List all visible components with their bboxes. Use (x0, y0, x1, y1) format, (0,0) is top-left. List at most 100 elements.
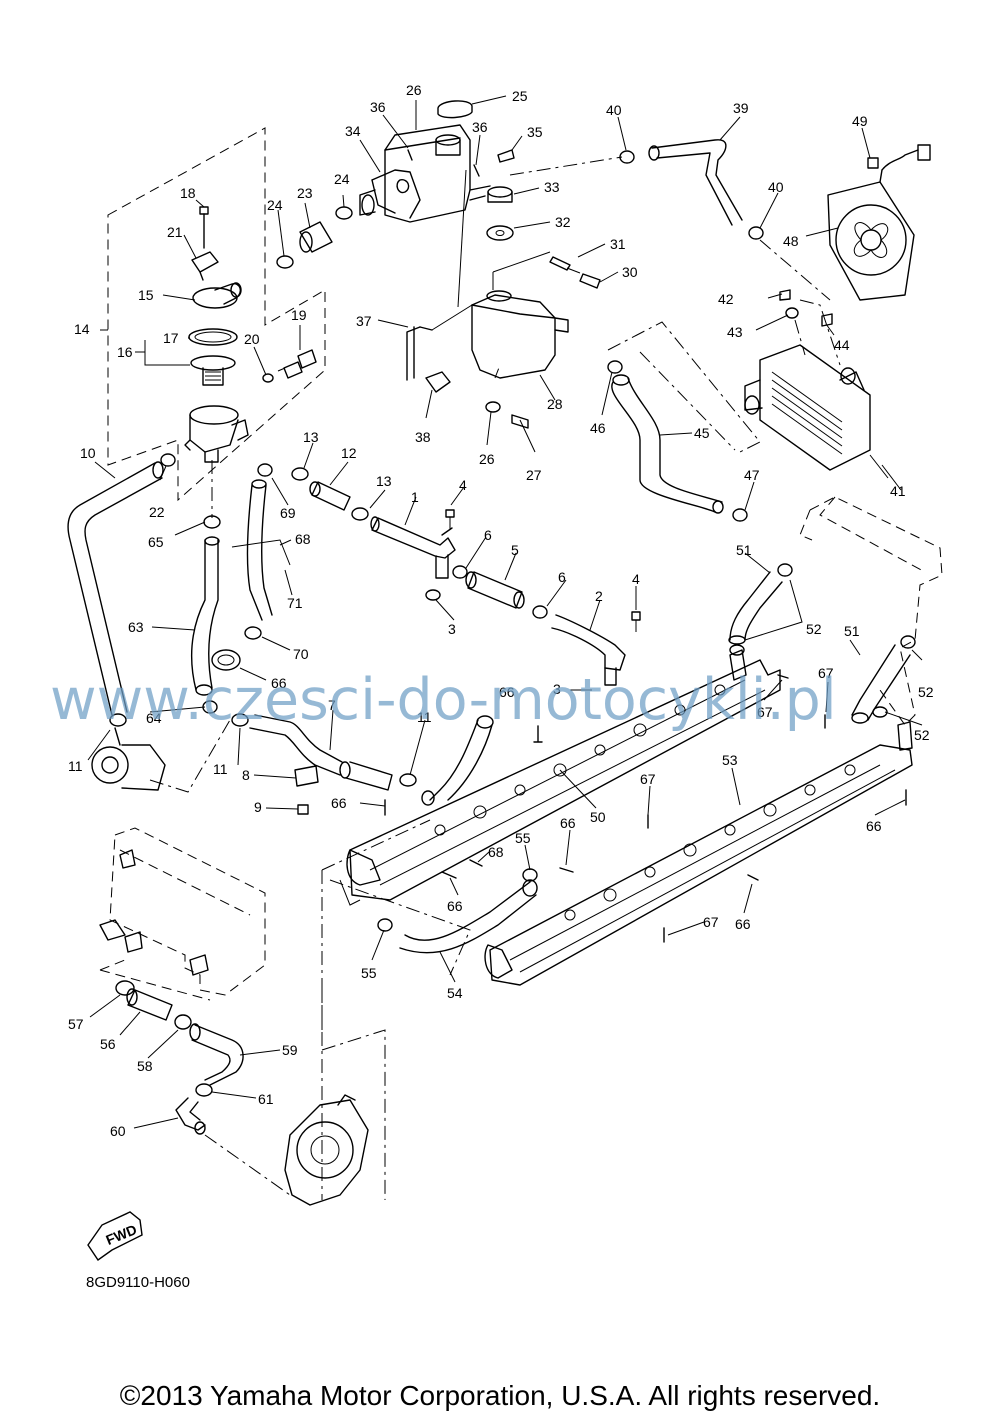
callout-66g: 67 (703, 914, 719, 930)
o-ring-17 (188, 328, 238, 346)
thermostat-16 (190, 355, 236, 386)
callout-1: 1 (411, 489, 419, 505)
radiator-41 (744, 344, 871, 471)
callout-56: 56 (100, 1036, 116, 1052)
clamp-6b (532, 605, 548, 619)
callout-36a: 36 (370, 99, 386, 115)
crossover-pipe-outline (799, 496, 943, 726)
callout-20: 20 (244, 331, 260, 347)
callout-13b: 13 (376, 473, 392, 489)
callout-66e: 66 (447, 898, 463, 914)
thermostat-housing (184, 405, 249, 463)
upper-tank-34 (359, 124, 491, 223)
hose-59 (189, 1023, 244, 1086)
hose-23 (299, 221, 333, 253)
hose-10 (67, 461, 164, 716)
callout-7: 7 (328, 697, 336, 713)
callout-3b: 3 (553, 681, 561, 697)
hose-7 (249, 714, 393, 791)
callout-69: 69 (280, 505, 296, 521)
leader-52 (744, 579, 803, 641)
callout-55b: 55 (361, 965, 377, 981)
breather-hose-37 (406, 169, 473, 381)
thermostat-group-outline (100, 127, 326, 502)
callout-52a: 52 (806, 621, 822, 637)
clamp-52b (729, 644, 745, 656)
clamp-65 (211, 649, 241, 671)
callout-34: 34 (345, 123, 361, 139)
clamp-52c (900, 635, 916, 649)
callout-6b: 6 (558, 569, 566, 585)
callout-25: 25 (512, 88, 528, 104)
callout-68: 68 (295, 531, 311, 547)
callout-51b: 51 (844, 623, 860, 639)
bracket-8 (294, 765, 319, 787)
callout-67a: 67 (818, 665, 834, 681)
grommet-27 (485, 401, 501, 413)
water-pump (91, 727, 166, 791)
clamp-52d (872, 706, 888, 718)
callout-17: 17 (163, 330, 179, 346)
pipe-2 (551, 614, 626, 686)
hose-56 (126, 988, 173, 1021)
callout-22: 22 (149, 504, 165, 520)
callout-57: 57 (68, 1016, 84, 1032)
callout-58: 58 (137, 1058, 153, 1074)
clamp-40b (748, 226, 764, 240)
bolt-4a (445, 509, 455, 530)
radiator-routing (607, 321, 761, 453)
clamp-57 (115, 980, 135, 996)
water-jacket-53 (484, 721, 913, 986)
gasket-20 (262, 373, 274, 383)
clamp-13a (291, 467, 309, 481)
clamp-6a (452, 565, 468, 579)
callout-2: 2 (595, 588, 603, 604)
pump-housing (284, 1094, 369, 1206)
callout-40a: 40 (606, 102, 622, 118)
hose-45 (611, 374, 724, 514)
clamp-11b (231, 713, 249, 727)
callout-13a: 13 (303, 429, 319, 445)
hose-68 (231, 479, 291, 621)
bolt-28 (511, 414, 536, 453)
callout-8: 8 (242, 767, 250, 783)
callout-61: 61 (258, 1091, 274, 1107)
crankcase-cover-outline (99, 827, 266, 996)
callout-41: 41 (890, 483, 906, 499)
clamp-38 (425, 371, 451, 393)
callout-49: 49 (852, 113, 868, 129)
callout-21: 21 (167, 224, 183, 240)
callout-32: 32 (555, 214, 571, 230)
hose-routing-40 (759, 239, 831, 301)
callout-66c: 66 (866, 818, 882, 834)
clamp-11a (109, 713, 127, 727)
clamp-22 (160, 453, 176, 467)
callout-51a: 51 (736, 542, 752, 558)
grommet-43 (785, 307, 799, 319)
callout-54: 54 (447, 985, 463, 1001)
fan-mount-lines (794, 299, 841, 366)
callout-26: 26 (406, 82, 422, 98)
connector-49 (867, 157, 879, 169)
callout-64: 65 (148, 534, 164, 550)
callout-31: 31 (610, 236, 626, 252)
bolt-4b (631, 611, 641, 632)
callout-14: 14 (74, 321, 90, 337)
bolt-9 (297, 804, 309, 815)
watermark-text: www.czesci-do-motocykli.pl (50, 667, 837, 733)
clamp-55b (377, 918, 393, 932)
clamp-69 (257, 463, 273, 477)
callout-71: 71 (287, 595, 303, 611)
callout-3a: 3 (448, 621, 456, 637)
copyright-notice: ©2013 Yamaha Motor Corporation, U.S.A. A… (119, 1380, 881, 1411)
pipe-1 (370, 516, 456, 579)
callout-67d: 68 (488, 844, 504, 860)
clamp-47 (732, 508, 748, 522)
clamp-61 (195, 1083, 213, 1097)
washer-32 (486, 225, 514, 241)
callout-15: 15 (138, 287, 154, 303)
callout-18: 18 (180, 185, 196, 201)
callout-24b: 24 (267, 197, 283, 213)
callout-19: 19 (291, 307, 307, 323)
